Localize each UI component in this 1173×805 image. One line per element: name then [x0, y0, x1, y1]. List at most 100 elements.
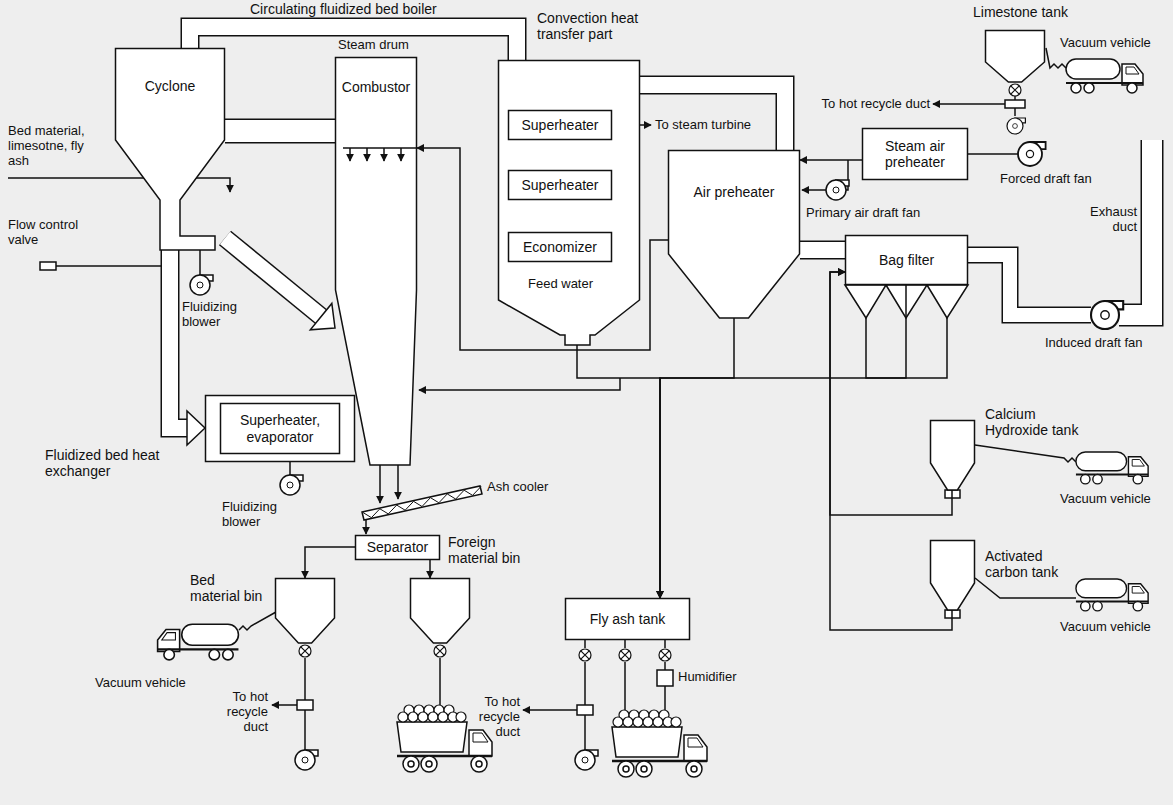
equipment: [657, 670, 673, 686]
equipment-outline: [985, 30, 1045, 82]
equipment-heading: Foreign material bin: [448, 534, 530, 566]
equipment: [1005, 100, 1025, 108]
equipment: [577, 705, 593, 715]
part-label: Exhaust duct: [1075, 205, 1137, 235]
equipment-box: Superheater, evaporator: [220, 403, 340, 454]
air-nozzle: [383, 148, 385, 161]
duct-fill: [225, 120, 335, 142]
part-label: Vacuum vehicle: [1060, 36, 1151, 51]
equipment: [845, 285, 886, 318]
process-line: [584, 715, 586, 750]
screw-conveyor: [363, 487, 481, 518]
equipment-outline: [863, 129, 968, 180]
screw-conveyor: [363, 487, 481, 518]
process-line: [272, 704, 297, 706]
process-line: [975, 578, 1076, 598]
equipment-outline: [669, 151, 800, 319]
flow-arrow: [800, 160, 862, 161]
truck-symbol: [397, 705, 492, 772]
part-label: To hot recycle duct: [800, 97, 930, 112]
equipment-box: Activated carbon tank: [930, 540, 975, 610]
process-line: [379, 465, 381, 503]
equipment-outline: [566, 599, 690, 640]
duct-fill: [170, 250, 188, 428]
hollow-arrowhead: [187, 411, 205, 445]
part-label: Humidifier: [678, 670, 737, 685]
equipment-box: Convection heat transfer partSuperheater…: [498, 60, 640, 345]
fan-symbol: [295, 750, 318, 770]
diagram-title: Circulating fluidized bed boiler: [250, 2, 437, 16]
flow-arrow: [660, 285, 906, 598]
equipment-box: Bed material bin: [275, 578, 335, 643]
equipment-name: Superheater: [508, 117, 612, 133]
duct-fill: [800, 242, 845, 258]
truck-symbol: [1066, 59, 1143, 93]
equipment-heading: Fluidized bed heat exchanger: [45, 447, 195, 479]
valve-symbol: [299, 645, 311, 657]
part-label: Primary air draft fan: [806, 206, 920, 221]
process-line: [802, 189, 826, 191]
truck-symbol: [158, 59, 1149, 777]
duct-outline: [225, 238, 322, 317]
equipment-box: Economizer: [508, 232, 612, 262]
part-label: Induced draft fan: [1045, 336, 1143, 351]
flow-line: [660, 285, 906, 598]
equipment-outline: [275, 578, 335, 643]
equipment-heading: Activated carbon tank: [985, 548, 1075, 580]
equipment-outline: [846, 236, 968, 285]
equipment-box: Limestone tank: [985, 30, 1045, 82]
process-line: [239, 612, 276, 630]
equipment-name: Air preheater: [668, 184, 800, 200]
flow-line: [305, 547, 355, 578]
equipment-box: Fluidized bed heat exchangerSuperheater,…: [205, 395, 355, 462]
fan-symbol: [280, 475, 303, 495]
equipment-name: Superheater, evaporator: [220, 412, 340, 444]
duct-fill: [225, 238, 322, 317]
hollow-arrowhead: [310, 303, 335, 329]
process-line: [585, 640, 665, 648]
process-line: [968, 153, 1018, 155]
equipment-outline: [509, 171, 612, 200]
valve-symbol: [579, 649, 591, 661]
truck-symbol: [158, 624, 239, 660]
equipment-heading: Convection heat transfer part: [537, 10, 657, 42]
process-line: [419, 378, 620, 390]
equipment-outline: [498, 60, 640, 345]
part-label: Vacuum vehicle: [1060, 620, 1151, 635]
valve-symbol: [659, 649, 671, 661]
fan-symbol: [190, 275, 213, 295]
equipment-outline: [411, 579, 470, 644]
flow-arrow: [430, 560, 431, 578]
fan-symbol: [575, 750, 598, 770]
truck-symbol: [1076, 579, 1148, 611]
equipment-name: Cyclone: [115, 78, 225, 94]
duct-outline: [225, 119, 335, 144]
flow-line: [800, 159, 862, 161]
equipment: [927, 285, 968, 318]
equipment: [362, 486, 482, 520]
part-label: Forced draft fan: [1000, 172, 1092, 187]
equipment: [40, 100, 1025, 715]
equipment-outline: [930, 540, 975, 610]
fan-symbol: [1091, 301, 1123, 329]
air-nozzle: [366, 148, 368, 161]
process-line: [365, 520, 367, 534]
process-line: [1046, 48, 1066, 68]
duct-outline: [170, 250, 188, 428]
equipment-outline: [509, 233, 612, 262]
process-line: [8, 48, 1076, 750]
equipment-outline: [410, 578, 470, 643]
part-label: Bed material, limesotne, fly ash: [8, 124, 88, 169]
duct-connector: [190, 27, 517, 60]
air-nozzle: [400, 148, 402, 161]
flow-arrow: [660, 318, 734, 598]
part-label: Fluidizing blower: [222, 500, 286, 530]
flow-line: [577, 345, 660, 598]
process-line: [8, 178, 230, 192]
valve-symbol: [619, 649, 631, 661]
duct: [968, 255, 1091, 315]
duct-fill: [640, 85, 785, 150]
duct-outline: [190, 27, 517, 60]
equipment-outline: [668, 150, 800, 318]
duct: [968, 140, 1152, 315]
